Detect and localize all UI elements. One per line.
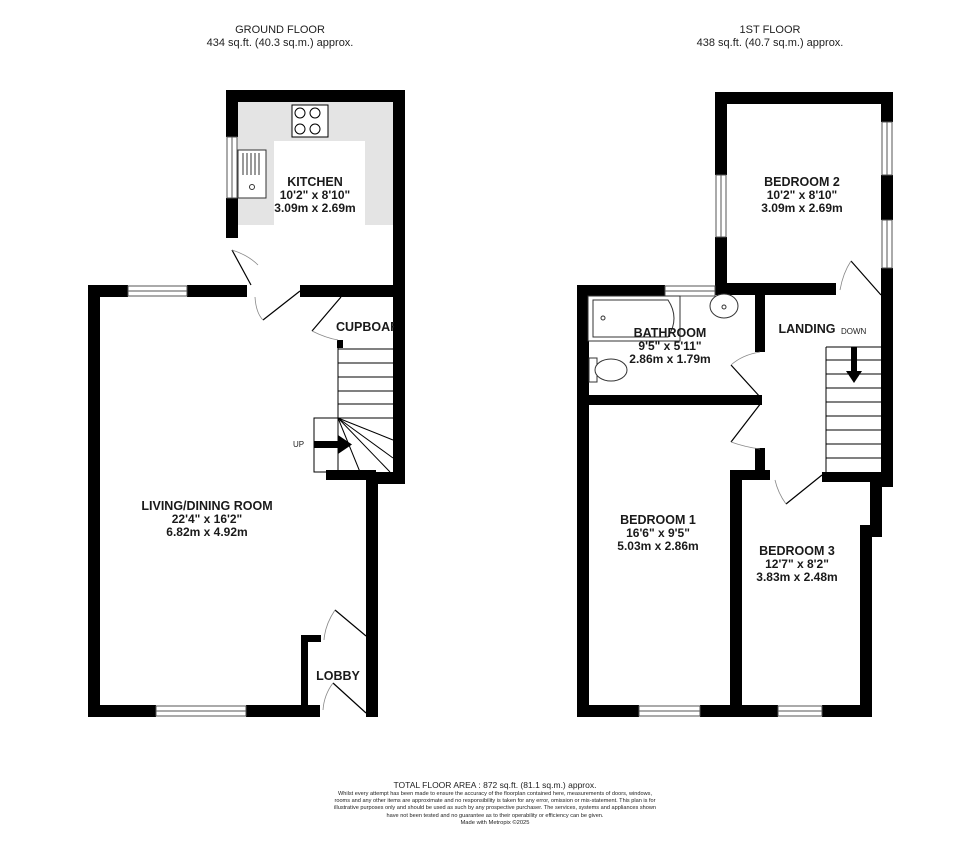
stairs-down-label: DOWN [841, 327, 867, 336]
first-floor-name: 1ST FLOOR [739, 24, 801, 36]
room-dimensions-metric: 3.09m x 2.69m [274, 201, 356, 215]
room-label-bedroom-2: BEDROOM 2 10'2" x 8'10" 3.09m x 2.69m [761, 176, 842, 215]
stairs-up-label: UP [293, 440, 305, 449]
room-name: LOBBY [316, 669, 360, 683]
room-dimensions-imperial: 10'2" x 8'10" [279, 188, 351, 202]
room-label-landing: LANDING [779, 323, 836, 336]
toilet-icon [588, 357, 628, 383]
disclaimer-text: Whilst every attempt has been made to en… [333, 791, 657, 819]
room-label-living-dining-room: LIVING/DINING ROOM 22'4" x 16'2" 6.82m x… [141, 500, 272, 539]
room-dimensions-metric: 5.03m x 2.86m [617, 539, 699, 553]
down-arrow-icon [846, 347, 862, 383]
room-label-bathroom: BATHROOM 9'5" x 5'11" 2.86m x 1.79m [629, 327, 710, 366]
room-label-lobby: LOBBY [316, 670, 360, 683]
ground-floor-doors [231, 249, 367, 714]
bath-icon [587, 295, 681, 342]
room-dimensions-metric: 3.09m x 2.69m [761, 201, 843, 215]
ground-floor-area: 434 sq.ft. (40.3 sq.m.) approx. [206, 37, 354, 49]
room-name: KITCHEN [287, 175, 343, 189]
first-floor-title: 1ST FLOOR 438 sq.ft. (40.7 sq.m.) approx… [650, 24, 890, 50]
basin-icon [709, 293, 739, 319]
ground-floor-title: GROUND FLOOR 434 sq.ft. (40.3 sq.m.) app… [160, 24, 400, 50]
first-floor-windows [638, 121, 893, 717]
room-dimensions-imperial: 9'5" x 5'11" [638, 339, 702, 353]
room-dimensions-imperial: 22'4" x 16'2" [171, 512, 243, 526]
room-name: CUPBOAR [336, 321, 394, 334]
room-name: BEDROOM 3 [759, 544, 835, 558]
first-floor-plan [577, 92, 893, 717]
ground-floor-name: GROUND FLOOR [235, 24, 325, 36]
room-name: BATHROOM [633, 326, 707, 340]
room-dimensions-metric: 3.83m x 2.48m [756, 570, 838, 584]
room-dimensions-metric: 2.86m x 1.79m [629, 352, 711, 366]
hob-icon [291, 104, 329, 138]
footer: TOTAL FLOOR AREA : 872 sq.ft. (81.1 sq.m… [330, 780, 660, 827]
room-name: BEDROOM 1 [620, 513, 696, 527]
room-label-bedroom-1: BEDROOM 1 16'6" x 9'5" 5.03m x 2.86m [617, 514, 698, 553]
room-dimensions-metric: 6.82m x 4.92m [166, 525, 248, 539]
first-floor-walls [577, 92, 893, 717]
room-dimensions-imperial: 10'2" x 8'10" [766, 188, 838, 202]
up-arrow-icon [314, 435, 352, 454]
room-label-cupboard: CUPBOAR [336, 321, 394, 334]
room-name: BEDROOM 2 [764, 175, 840, 189]
room-name: LIVING/DINING ROOM [141, 499, 273, 513]
ground-floor-walls [88, 90, 405, 717]
credit-text: Made with Metropix ©2025 [460, 819, 530, 826]
total-floor-area: TOTAL FLOOR AREA : 872 sq.ft. (81.1 sq.m… [393, 780, 597, 790]
room-name: LANDING [778, 322, 836, 336]
room-label-bedroom-3: BEDROOM 3 12'7" x 8'2" 3.83m x 2.48m [756, 545, 837, 584]
ground-floor-plan [88, 90, 405, 717]
ground-floor-windows [127, 136, 247, 717]
first-floor-doors [730, 260, 882, 505]
room-dimensions-imperial: 16'6" x 9'5" [626, 526, 690, 540]
room-label-kitchen: KITCHEN 10'2" x 8'10" 3.09m x 2.69m [274, 176, 355, 215]
sink-icon [237, 149, 267, 199]
first-floor-area: 438 sq.ft. (40.7 sq.m.) approx. [696, 37, 844, 49]
ground-floor-stairs [313, 348, 394, 473]
room-dimensions-imperial: 12'7" x 8'2" [765, 557, 829, 571]
